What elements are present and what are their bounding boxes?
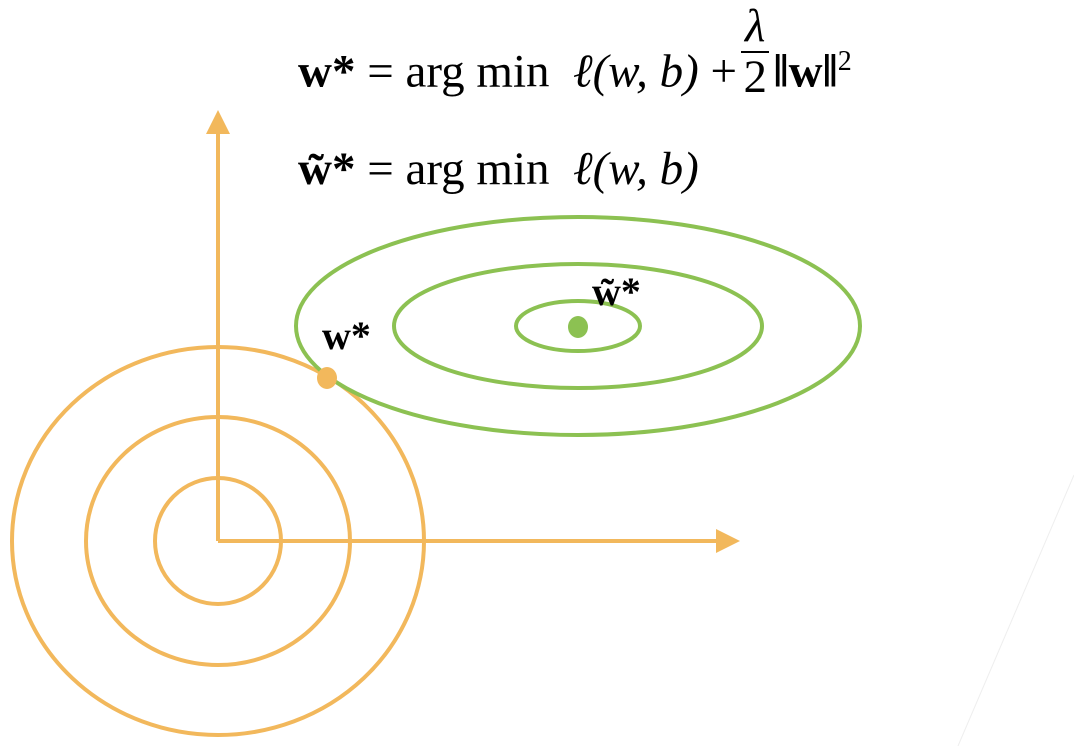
unregularized-optimum-point (568, 316, 588, 338)
eq2-lhs: w̃* (298, 143, 356, 195)
eq1-plus: + (710, 45, 738, 98)
y-axis-arrowhead (206, 110, 230, 134)
unregularized-equation: w̃* = arg min ℓ(w, b) (298, 146, 699, 193)
eq2-argmin: arg min (405, 143, 550, 195)
faint-diagonal-line (957, 474, 1074, 746)
frac-numerator: λ (741, 1, 770, 53)
loss-contour-middle (392, 262, 764, 390)
regularized-optimum-point (317, 367, 337, 389)
eq1-norm: ‖w‖ (773, 45, 838, 98)
loss-contour-outer (294, 215, 862, 437)
w-star-label: w* (322, 313, 371, 358)
eq2-loss: ℓ(w, b) (573, 143, 699, 195)
eq1-lhs: w* (298, 45, 356, 98)
eq2-equals: = (367, 143, 394, 195)
loss-contour-inner (514, 299, 642, 353)
x-axis-arrowhead (716, 529, 740, 553)
eq1-argmin: arg min (405, 45, 550, 98)
eq1-equals: = (367, 45, 394, 98)
frac-denominator: 2 (743, 50, 767, 103)
w-tilde-star-label: w̃* (592, 269, 641, 314)
eq1-loss: ℓ(w, b) (573, 45, 699, 98)
eq1-power: 2 (837, 46, 852, 77)
